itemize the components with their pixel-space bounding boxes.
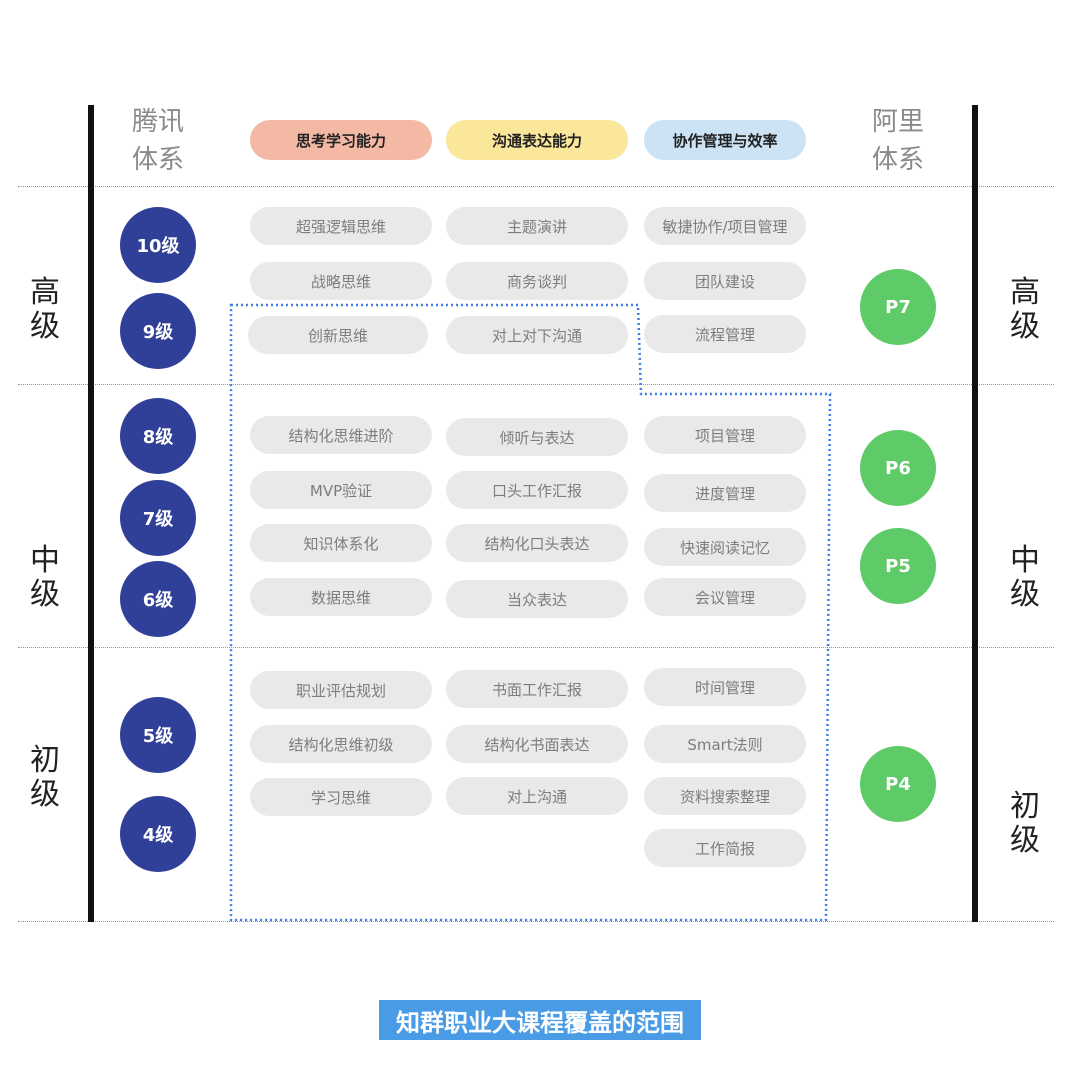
ali-level-p7: P7 (860, 269, 936, 345)
tier-label-char: 高 (1010, 275, 1040, 310)
tencent-system-title: 腾讯 体系 (131, 107, 184, 175)
row-divider-bottom (18, 921, 1054, 922)
tier-label-middle-left: 中级 (25, 544, 65, 612)
skill-pill: 团队建设 (644, 262, 806, 300)
tier-label-char: 级 (30, 309, 60, 344)
skill-pill: 创新思维 (248, 316, 428, 354)
skill-pill: 流程管理 (644, 315, 806, 353)
tencent-level-6: 6级 (120, 561, 196, 637)
ali-level-p4: P4 (860, 746, 936, 822)
skill-pill: 口头工作汇报 (446, 471, 628, 509)
skill-pill: 工作简报 (644, 829, 806, 867)
skill-pill: 书面工作汇报 (446, 670, 628, 708)
tier-label-char: 高 (30, 275, 60, 310)
skill-pill: 会议管理 (644, 578, 806, 616)
row-divider-senior (18, 384, 1054, 385)
skill-pill: 倾听与表达 (446, 418, 628, 456)
skill-pill: 快速阅读记忆 (644, 528, 806, 566)
tencent-level-8: 8级 (120, 398, 196, 474)
ali-level-p6: P6 (860, 430, 936, 506)
skill-pill: MVP验证 (250, 471, 432, 509)
ali-system-title: 阿里 体系 (871, 107, 924, 175)
tier-label-char: 初 (1010, 789, 1040, 824)
tier-label-char: 级 (1010, 309, 1040, 344)
ali-level-p5: P5 (860, 528, 936, 604)
skill-pill: 学习思维 (250, 778, 432, 816)
skill-pill: 超强逻辑思维 (250, 207, 432, 245)
header-collaboration: 协作管理与效率 (644, 120, 806, 160)
skill-pill: 结构化思维进阶 (250, 416, 432, 454)
tencent-level-7: 7级 (120, 480, 196, 556)
skill-pill: 资料搜索整理 (644, 777, 806, 815)
tier-label-char: 级 (1010, 823, 1040, 858)
skill-pill: 时间管理 (644, 668, 806, 706)
tier-label-middle-right: 中级 (1005, 544, 1045, 612)
tier-label-char: 中 (1010, 543, 1040, 578)
skill-pill: 数据思维 (250, 578, 432, 616)
tier-label-char: 中 (30, 543, 60, 578)
skill-pill: 主题演讲 (446, 207, 628, 245)
tencent-level-5: 5级 (120, 697, 196, 773)
tencent-level-9: 9级 (120, 293, 196, 369)
skill-pill: 敏捷协作/项目管理 (644, 207, 806, 245)
tier-label-senior-left: 高级 (25, 276, 65, 344)
row-divider-middle (18, 647, 1054, 648)
skill-pill: 战略思维 (250, 262, 432, 300)
skill-pill: 结构化书面表达 (446, 725, 628, 763)
header-thinking-learning: 思考学习能力 (250, 120, 432, 160)
tier-label-senior-right: 高级 (1005, 276, 1045, 344)
skill-pill: 项目管理 (644, 416, 806, 454)
skill-pill: 当众表达 (446, 580, 628, 618)
skill-pill: 职业评估规划 (250, 671, 432, 709)
row-divider-header (18, 186, 1054, 187)
tier-label-char: 级 (1010, 577, 1040, 612)
tier-label-junior-right: 初级 (1005, 790, 1045, 858)
skill-pill: 对上沟通 (446, 777, 628, 815)
skill-pill: 知识体系化 (250, 524, 432, 562)
header-communication: 沟通表达能力 (446, 120, 628, 160)
tencent-level-10: 10级 (120, 207, 196, 283)
skill-pill: Smart法则 (644, 725, 806, 763)
tier-label-junior-left: 初级 (25, 744, 65, 812)
skill-pill: 商务谈判 (446, 262, 628, 300)
skill-pill: 对上对下沟通 (446, 316, 628, 354)
right-axis-bar (972, 105, 978, 922)
tier-label-char: 级 (30, 577, 60, 612)
tier-label-char: 级 (30, 777, 60, 812)
coverage-caption: 知群职业大课程覆盖的范围 (379, 1000, 701, 1040)
skill-pill: 进度管理 (644, 474, 806, 512)
skill-pill: 结构化思维初级 (250, 725, 432, 763)
tier-label-char: 初 (30, 743, 60, 778)
left-axis-bar (88, 105, 94, 922)
skill-pill: 结构化口头表达 (446, 524, 628, 562)
tencent-level-4: 4级 (120, 796, 196, 872)
